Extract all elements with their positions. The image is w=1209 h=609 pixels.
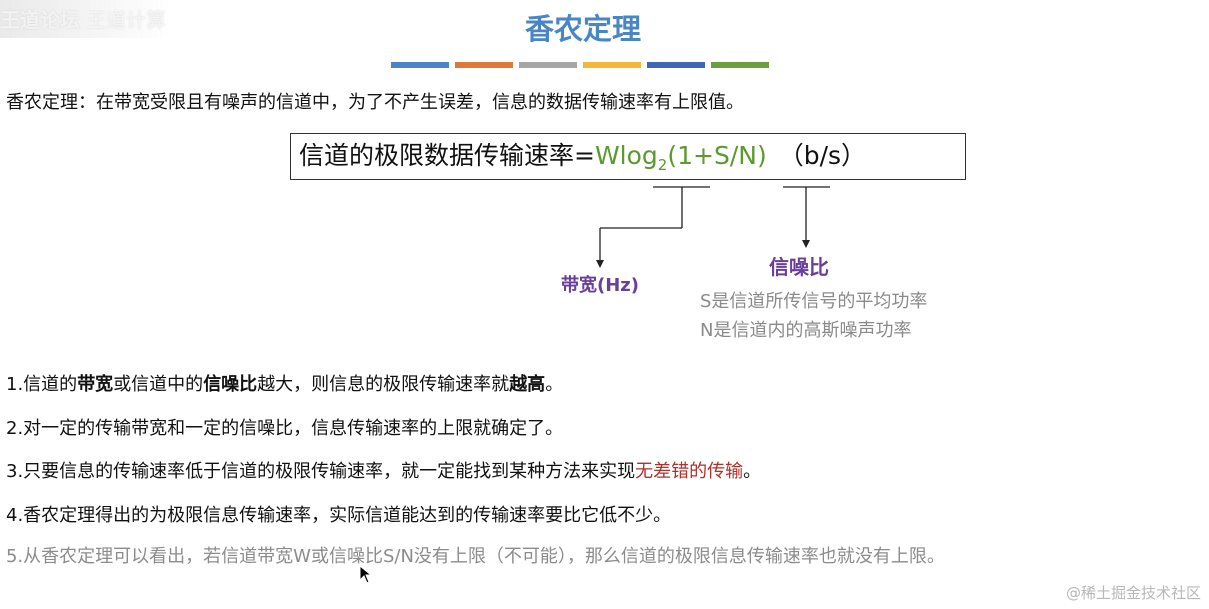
point-1-text: 越大，则信息的极限传输速率就 xyxy=(257,374,510,395)
point-1-text: 或信道中的 xyxy=(113,374,204,395)
color-bar xyxy=(583,62,641,68)
forum-logo-sub: 王道计算 xyxy=(86,8,166,32)
point-1-bold: 带宽 xyxy=(77,374,114,395)
formula-expression: Wlog2(1+S/N) xyxy=(594,141,767,174)
point-3-highlight: 无差错的传输 xyxy=(635,461,744,482)
bandwidth-label: 带宽(Hz) xyxy=(561,275,639,296)
point-3-text: 3.只要信息的传输速率低于信道的极限传输速率，就一定能找到某种方法来实现 xyxy=(6,461,636,482)
snr-arrowhead xyxy=(802,240,810,248)
forum-logo: 王道论坛王道计算 xyxy=(0,0,174,38)
watermark: @稀土掘金技术社区 xyxy=(1065,584,1201,602)
formula-expr-main: Wlog xyxy=(594,141,658,170)
point-1-bold: 信噪比 xyxy=(203,374,258,395)
forum-logo-main: 王道论坛 xyxy=(0,8,80,32)
mouse-cursor-icon xyxy=(359,565,373,584)
formula-unit: （b/s） xyxy=(778,141,867,170)
intro-text: 香农定理：在带宽受限且有噪声的信道中，为了不产生误差，信息的数据传输速率有上限值… xyxy=(6,92,744,113)
point-1: 1.信道的带宽或信道中的信噪比越大，则信息的极限传输速率就越高。 xyxy=(6,370,563,396)
point-1-text: 。 xyxy=(545,374,564,395)
formula-prefix: 信道的极限数据传输速率= xyxy=(299,141,595,170)
formula-expr-args: (1+S/N) xyxy=(667,141,767,170)
snr-label: 信噪比 xyxy=(769,255,829,279)
slide-title: 香农定理 xyxy=(524,12,641,46)
snr-desc-signal: S是信道所传信号的平均功率 xyxy=(700,291,928,312)
point-2: 2.对一定的传输带宽和一定的信噪比，信息传输速率的上限就确定了。 xyxy=(6,418,564,439)
formula-subscript: 2 xyxy=(657,156,668,174)
color-bar xyxy=(391,62,449,68)
color-bar xyxy=(519,62,577,68)
point-3-text: 。 xyxy=(743,461,762,482)
point-3: 3.只要信息的传输速率低于信道的极限传输速率，就一定能找到某种方法来实现无差错的… xyxy=(6,457,761,483)
point-1-text: 1.信道的 xyxy=(6,374,78,395)
point-5: 5.从香农定理可以看出，若信道带宽W或信噪比S/N没有上限（不可能），那么信道的… xyxy=(6,546,945,567)
point-4: 4.香农定理得出的为极限信息传输速率，实际信道能达到的传输速率要比它低不少。 xyxy=(6,505,672,526)
snr-desc-noise: N是信道内的高斯噪声功率 xyxy=(700,320,912,341)
bandwidth-arrowhead xyxy=(596,260,604,268)
color-bar xyxy=(455,62,513,68)
formula-box: 信道的极限数据传输速率=Wlog2(1+S/N) （b/s） xyxy=(290,133,966,180)
color-bar xyxy=(711,62,769,68)
color-bar xyxy=(647,62,705,68)
point-1-bold: 越高 xyxy=(509,374,546,395)
